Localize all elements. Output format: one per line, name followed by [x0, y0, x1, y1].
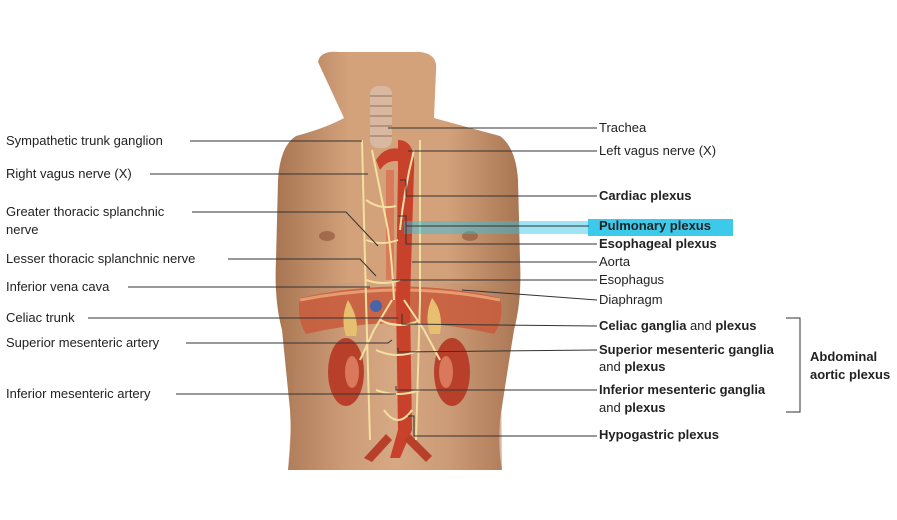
label-inferior-vena-cava: Inferior vena cava — [6, 279, 110, 294]
label-aorta: Aorta — [599, 254, 631, 269]
abdominal-organs — [298, 286, 502, 406]
celiac-ganglia-text: Celiac ganglia — [599, 318, 687, 333]
label-celiac-trunk: Celiac trunk — [6, 310, 75, 325]
trachea-structure — [370, 86, 392, 148]
label-pulmonary-plexus: Pulmonary plexus — [599, 218, 711, 233]
label-superior-mesenteric-plexus: and plexus — [599, 358, 666, 376]
inf-mes-and-text: and — [599, 400, 625, 415]
aorta-structure — [364, 140, 432, 462]
label-superior-mesenteric-ganglia: Superior mesenteric ganglia — [599, 342, 774, 357]
label-cardiac-plexus: Cardiac plexus — [599, 188, 692, 203]
label-right-vagus-nerve: Right vagus nerve (X) — [6, 166, 132, 181]
celiac-and-text: and — [686, 318, 716, 333]
pulmonary-highlight — [404, 219, 733, 236]
inf-mes-plexus-text: plexus — [624, 400, 666, 415]
group-label-line1: Abdominal — [810, 349, 878, 364]
label-esophageal-plexus: Esophageal plexus — [599, 236, 717, 251]
sup-mes-plexus-text: plexus — [624, 359, 666, 374]
sup-mes-and-text: and — [599, 359, 625, 374]
group-label-line2: aortic plexus — [810, 367, 891, 382]
leader-lines-left — [88, 140, 398, 395]
label-superior-mesenteric-artery: Superior mesenteric artery — [6, 335, 160, 350]
label-diaphragm: Diaphragm — [599, 292, 663, 307]
label-sympathetic-trunk-ganglion: Sympathetic trunk ganglion — [6, 133, 163, 148]
label-esophagus: Esophagus — [599, 272, 665, 287]
label-greater-splanchnic-line1: Greater thoracic splanchnic — [6, 204, 165, 219]
label-lesser-splanchnic: Lesser thoracic splanchnic nerve — [6, 251, 196, 266]
celiac-plexus-text: plexus — [715, 318, 757, 333]
leader-lines-right — [388, 127, 801, 437]
label-left-vagus-nerve: Left vagus nerve (X) — [599, 143, 717, 158]
label-hypogastric-plexus: Hypogastric plexus — [599, 427, 719, 442]
label-inferior-mesenteric-plexus: and plexus — [599, 399, 666, 417]
label-greater-splanchnic-line2: nerve — [6, 222, 39, 237]
label-trachea: Trachea — [599, 120, 647, 135]
label-celiac-ganglia: Celiac ganglia and plexus — [599, 317, 757, 335]
label-inferior-mesenteric-ganglia: Inferior mesenteric ganglia — [599, 382, 766, 397]
label-inferior-mesenteric-artery: Inferior mesenteric artery — [6, 386, 151, 401]
